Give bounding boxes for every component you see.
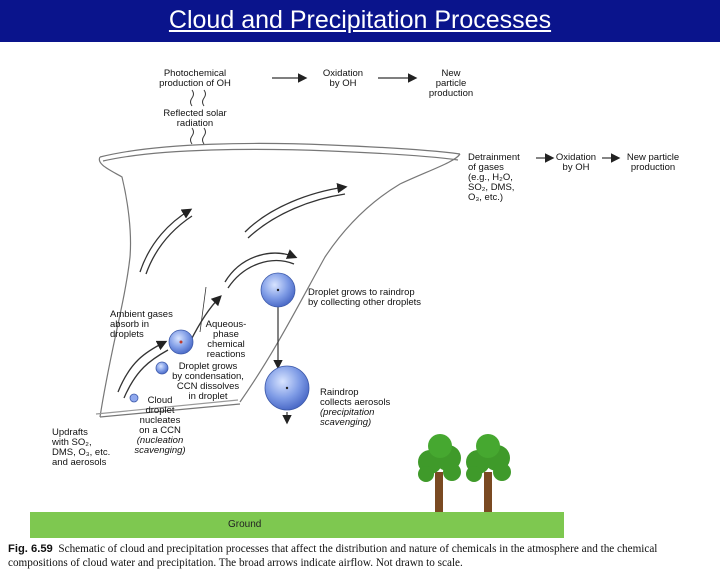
tree-left [418, 434, 461, 512]
radiation-squiggles [190, 89, 206, 145]
slide-title: Cloud and Precipitation Processes [168, 6, 552, 34]
label-ground: Ground [228, 519, 262, 530]
droplet-ccn [129, 393, 139, 403]
cloud-outline [95, 142, 461, 418]
tree-right [466, 434, 511, 512]
droplet-small [155, 361, 169, 375]
diagram-drawing [95, 73, 621, 512]
airflow-arrows [117, 182, 348, 399]
figure-caption: Fig. 6.59 Schematic of cloud and precipi… [8, 542, 714, 570]
caption-text: Schematic of cloud and precipitation pro… [8, 543, 658, 569]
top-arrows [272, 73, 621, 163]
caption-fig-number: Fig. 6.59 [8, 543, 53, 555]
fall-arrows [199, 286, 292, 425]
title-bar: Cloud and Precipitation Processes [0, 0, 720, 42]
ground-strip [30, 512, 564, 538]
